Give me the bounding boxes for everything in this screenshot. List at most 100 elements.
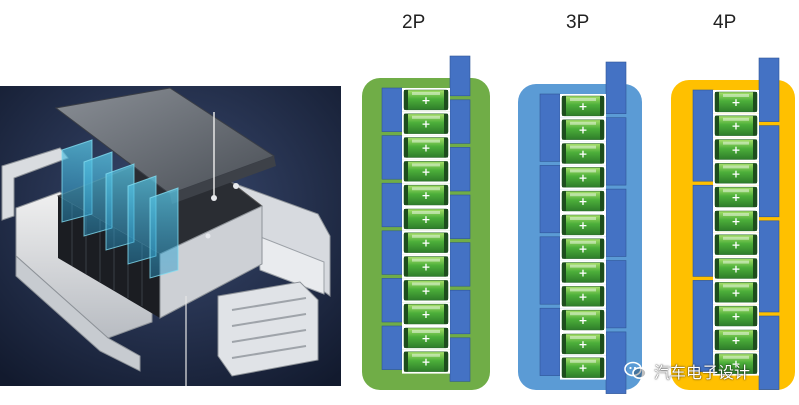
battery-cell: + bbox=[713, 209, 759, 233]
battery-cell: + bbox=[402, 135, 450, 160]
busbar-right bbox=[758, 125, 780, 218]
cell-plus-sign: + bbox=[731, 215, 740, 228]
battery-cell: + bbox=[713, 232, 759, 257]
busbar-right bbox=[605, 117, 627, 186]
cell-plus-sign: + bbox=[578, 195, 587, 208]
busbar-left bbox=[692, 89, 714, 182]
battery-cell: + bbox=[713, 280, 759, 305]
cell-plus-sign: + bbox=[421, 308, 430, 321]
cell-plus-sign: + bbox=[731, 144, 740, 157]
battery-cell: + bbox=[713, 328, 759, 352]
battery-cell: + bbox=[402, 278, 450, 303]
cell-plus-sign: + bbox=[578, 267, 587, 280]
battery-module-photo bbox=[0, 86, 341, 386]
battery-cell: + bbox=[402, 88, 450, 112]
cell-plus-sign: + bbox=[578, 362, 587, 375]
battery-cell: + bbox=[560, 284, 606, 309]
cell-plus-sign: + bbox=[578, 148, 587, 161]
busbar-right bbox=[605, 188, 627, 257]
cell-plus-sign: + bbox=[731, 191, 740, 204]
busbar-left bbox=[539, 236, 561, 305]
cell-plus-sign: + bbox=[421, 332, 430, 345]
battery-cell: + bbox=[560, 94, 606, 118]
cell-plus-sign: + bbox=[731, 263, 740, 276]
wechat-icon bbox=[624, 360, 648, 382]
busbar-right bbox=[449, 337, 471, 382]
busbar-right bbox=[605, 260, 627, 329]
busbar-left bbox=[692, 184, 714, 277]
cell-plus-sign: + bbox=[731, 96, 740, 109]
busbar-left bbox=[381, 278, 403, 323]
cell-plus-sign: + bbox=[578, 338, 587, 351]
cell-plus-sign: + bbox=[421, 142, 430, 155]
cell-plus-sign: + bbox=[578, 100, 587, 113]
busbar-right bbox=[449, 55, 471, 97]
cell-plus-sign: + bbox=[578, 124, 587, 137]
battery-cell: + bbox=[402, 159, 450, 184]
cell-plus-sign: + bbox=[731, 120, 740, 133]
battery-cell: + bbox=[402, 254, 450, 279]
busbar-right bbox=[605, 331, 627, 394]
cell-plus-sign: + bbox=[578, 219, 587, 232]
cell-plus-sign: + bbox=[421, 189, 430, 202]
cell-plus-sign: + bbox=[578, 243, 587, 256]
config-label-4p: 4P bbox=[713, 12, 737, 33]
battery-cell: + bbox=[402, 183, 450, 207]
battery-cell: + bbox=[713, 351, 759, 376]
battery-cell: + bbox=[402, 349, 450, 374]
battery-cell: + bbox=[560, 355, 606, 380]
cell-plus-sign: + bbox=[421, 237, 430, 250]
busbar-left bbox=[381, 182, 403, 228]
cell-plus-sign: + bbox=[421, 213, 430, 226]
cell-plus-sign: + bbox=[421, 261, 430, 274]
battery-cell: + bbox=[560, 189, 606, 213]
battery-cell: + bbox=[560, 141, 606, 166]
cell-plus-sign: + bbox=[578, 314, 587, 327]
busbar-left bbox=[539, 165, 561, 234]
busbar-right bbox=[758, 57, 780, 122]
cell-plus-sign: + bbox=[578, 290, 587, 303]
watermark: 汽车电子设计 bbox=[624, 357, 750, 385]
battery-cell: + bbox=[713, 137, 759, 162]
battery-cell: + bbox=[713, 256, 759, 281]
busbar-right bbox=[605, 61, 627, 115]
cell-plus-sign: + bbox=[731, 167, 740, 180]
battery-cell: + bbox=[560, 117, 606, 142]
config-label-3p: 3P bbox=[566, 12, 590, 33]
cell-plus-sign: + bbox=[421, 165, 430, 178]
cell-plus-sign: + bbox=[578, 171, 587, 184]
busbar-left bbox=[381, 87, 403, 132]
busbar-right bbox=[449, 147, 471, 192]
busbar-right bbox=[758, 220, 780, 313]
battery-cell: + bbox=[560, 213, 606, 237]
battery-cell: + bbox=[560, 165, 606, 190]
busbar-right bbox=[449, 289, 471, 335]
cell-plus-sign: + bbox=[421, 284, 430, 297]
battery-module-illustration bbox=[0, 86, 341, 386]
battery-cell: + bbox=[402, 230, 450, 255]
busbar-left bbox=[381, 135, 403, 180]
battery-cell: + bbox=[402, 111, 450, 136]
busbar-left bbox=[539, 307, 561, 376]
battery-cell: + bbox=[560, 308, 606, 332]
busbar-left bbox=[381, 325, 403, 370]
busbar-right bbox=[758, 315, 780, 390]
cell-plus-sign: + bbox=[731, 334, 740, 347]
battery-cell: + bbox=[402, 207, 450, 231]
cell-plus-sign: + bbox=[421, 356, 430, 369]
busbar-left bbox=[381, 230, 403, 275]
battery-cell: + bbox=[713, 161, 759, 186]
watermark-text: 汽车电子设计 bbox=[654, 363, 751, 382]
cell-plus-sign: + bbox=[421, 94, 430, 107]
battery-cell: + bbox=[713, 304, 759, 328]
battery-cell: + bbox=[402, 302, 450, 326]
cell-plus-sign: + bbox=[731, 310, 740, 323]
config-label-2p: 2P bbox=[402, 12, 426, 33]
battery-cell: + bbox=[713, 185, 759, 209]
busbar-right bbox=[449, 99, 471, 144]
battery-cell: + bbox=[560, 260, 606, 285]
battery-cell: + bbox=[560, 332, 606, 356]
cell-plus-sign: + bbox=[731, 239, 740, 252]
busbar-right bbox=[449, 194, 471, 239]
battery-cell: + bbox=[560, 236, 606, 261]
